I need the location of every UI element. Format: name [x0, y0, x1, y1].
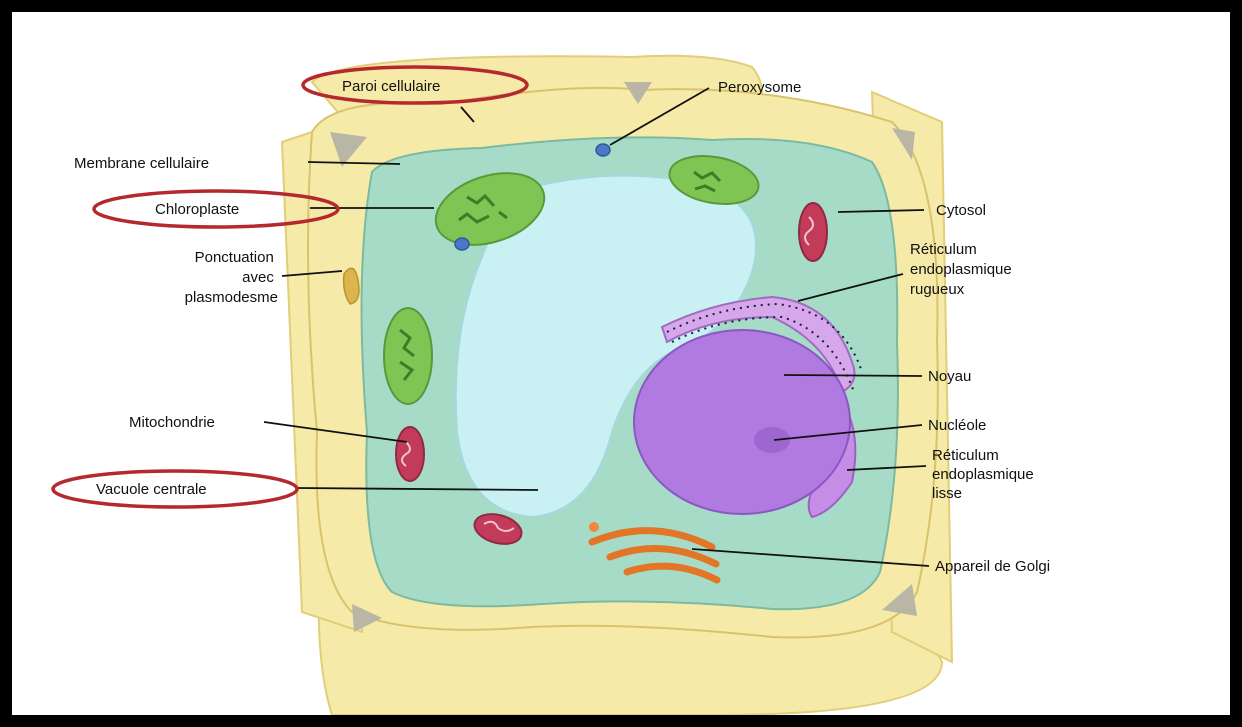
- label-nucleole: Nucléole: [928, 417, 986, 434]
- nucleus: [634, 330, 850, 514]
- label-cytosol: Cytosol: [936, 202, 986, 219]
- label-mitochondrie: Mitochondrie: [129, 414, 215, 431]
- label-appareil-golgi: Appareil de Golgi: [935, 558, 1050, 575]
- label-peroxysome: Peroxysome: [718, 79, 801, 96]
- diagram-canvas: Paroi cellulaire Peroxysome Membrane cel…: [12, 12, 1230, 715]
- label-noyau: Noyau: [928, 368, 971, 385]
- nucleolus: [754, 427, 790, 453]
- label-reticulum-lisse: Réticulum endoplasmique lisse: [932, 447, 1038, 502]
- label-paroi-cellulaire: Paroi cellulaire: [342, 78, 440, 95]
- label-reticulum-rugueux: Réticulum endoplasmique rugueux: [910, 241, 1016, 298]
- label-ponctuation: Ponctuation avec plasmodesme: [185, 249, 278, 306]
- label-vacuole-centrale: Vacuole centrale: [96, 481, 207, 498]
- label-membrane-cellulaire: Membrane cellulaire: [74, 155, 209, 172]
- label-chloroplaste: Chloroplaste: [155, 201, 239, 218]
- plant-cell-diagram: Paroi cellulaire Peroxysome Membrane cel…: [12, 12, 1230, 715]
